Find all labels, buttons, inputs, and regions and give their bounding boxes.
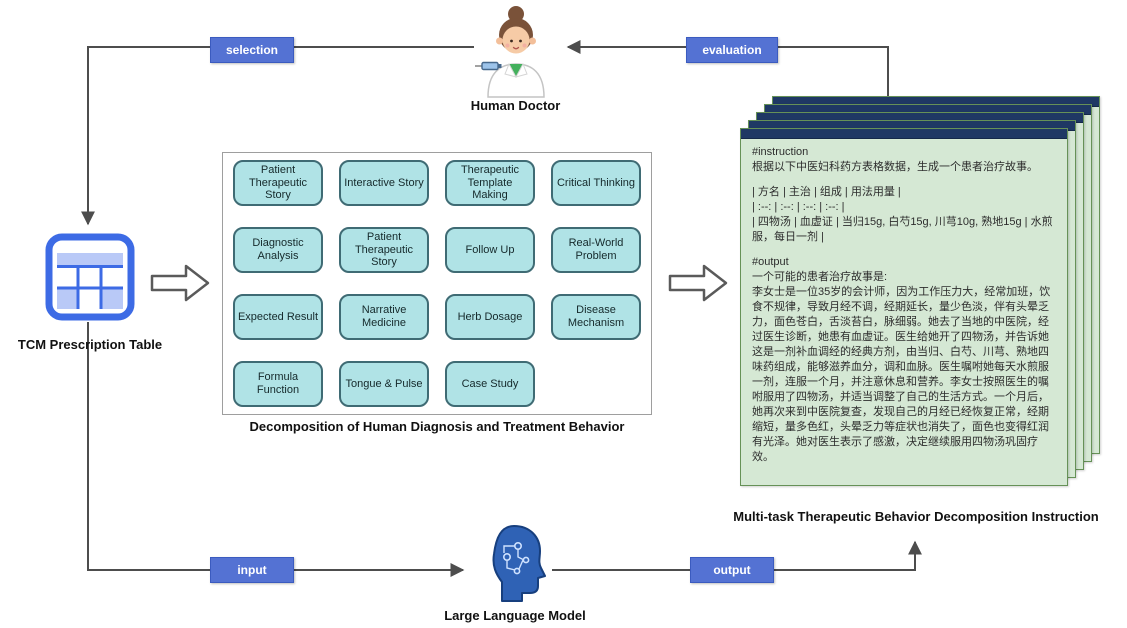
llm-icon bbox=[488, 524, 548, 607]
task-box: Interactive Story bbox=[339, 160, 429, 206]
llm-label: Large Language Model bbox=[444, 608, 586, 623]
task-box: Case Study bbox=[445, 361, 535, 407]
human-doctor-label: Human Doctor bbox=[470, 98, 561, 113]
task-box: Patient Therapeutic Story bbox=[233, 160, 323, 206]
task-box: Diagnostic Analysis bbox=[233, 227, 323, 273]
flow-arrow-icon bbox=[150, 263, 210, 308]
task-grid: Patient Therapeutic Story Interactive St… bbox=[222, 152, 652, 415]
input-badge: input bbox=[210, 557, 294, 583]
human-doctor-icon bbox=[474, 4, 558, 103]
task-box: Real-World Problem bbox=[551, 227, 641, 273]
instruction-page-front: #instruction 根据以下中医妇科药方表格数据，生成一个患者治疗故事。 … bbox=[740, 128, 1068, 486]
task-box: Critical Thinking bbox=[551, 160, 641, 206]
tcm-table-icon bbox=[44, 232, 136, 327]
output-intro: 一个可能的患者治疗故事是: bbox=[752, 271, 888, 283]
table-data-row: | 四物汤 | 血虚证 | 当归15g, 白芍15g, 川芎10g, 熟地15g… bbox=[752, 216, 1053, 243]
task-box: Therapeutic Template Making bbox=[445, 160, 535, 206]
task-box: Herb Dosage bbox=[445, 294, 535, 340]
instruction-document-stack: #instruction 根据以下中医妇科药方表格数据，生成一个患者治疗故事。 … bbox=[740, 96, 1102, 488]
document-caption: Multi-task Therapeutic Behavior Decompos… bbox=[733, 509, 1099, 524]
flow-arrow-icon bbox=[668, 263, 728, 308]
task-box: Tongue & Pulse bbox=[339, 361, 429, 407]
output-badge: output bbox=[690, 557, 774, 583]
task-box: Patient Therapeutic Story bbox=[339, 227, 429, 273]
tcm-table-label: TCM Prescription Table bbox=[17, 337, 163, 352]
grid-caption: Decomposition of Human Diagnosis and Tre… bbox=[249, 419, 625, 434]
table-align-row: | :--: | :--: | :--: | :--: | bbox=[752, 201, 845, 213]
output-heading: #output bbox=[752, 256, 789, 268]
task-box: Narrative Medicine bbox=[339, 294, 429, 340]
table-header-row: | 方名 | 主治 | 组成 | 用法用量 | bbox=[752, 186, 901, 198]
instruction-heading: #instruction bbox=[752, 146, 809, 158]
instruction-body: 根据以下中医妇科药方表格数据，生成一个患者治疗故事。 bbox=[752, 161, 1038, 173]
task-box: Expected Result bbox=[233, 294, 323, 340]
evaluation-badge: evaluation bbox=[686, 37, 778, 63]
output-story: 李女士是一位35岁的会计师，因为工作压力大，经常加班，饮食不规律，导致月经不调，… bbox=[752, 286, 1051, 463]
selection-badge: selection bbox=[210, 37, 294, 63]
task-box: Follow Up bbox=[445, 227, 535, 273]
instruction-text: #instruction 根据以下中医妇科药方表格数据，生成一个患者治疗故事。 … bbox=[741, 139, 1067, 471]
task-box: Disease Mechanism bbox=[551, 294, 641, 340]
task-box: Formula Function bbox=[233, 361, 323, 407]
page-header-bar bbox=[741, 129, 1067, 139]
